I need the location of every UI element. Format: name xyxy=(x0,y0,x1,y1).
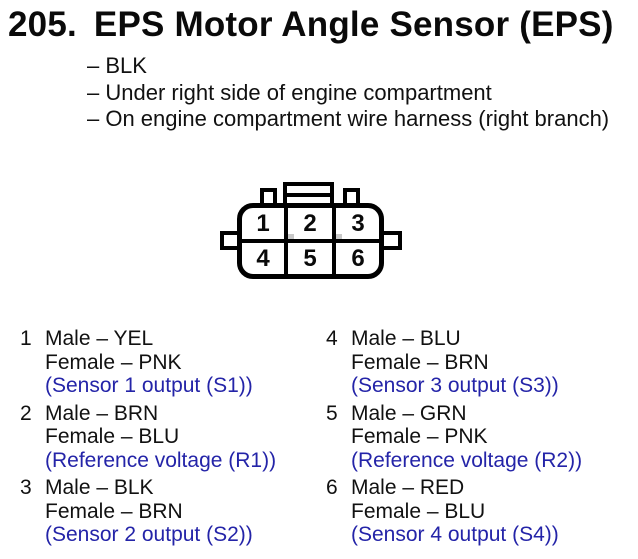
connector-cavity-6: 6 xyxy=(351,245,365,272)
connector-cavity-4: 4 xyxy=(256,245,270,272)
pin-female-wire: Female – BLU xyxy=(45,425,180,448)
section-number: 205. xyxy=(8,5,77,44)
pin-detail-1: 1 Male – YEL Female – PNK (Sensor 1 outp… xyxy=(20,327,276,398)
pin-signal: (Sensor 1 output (S1)) xyxy=(45,374,253,397)
pin-signal: (Sensor 2 output (S2)) xyxy=(45,523,253,546)
divider-notch-2 xyxy=(336,234,342,239)
pin-number: 5 xyxy=(326,401,338,425)
pin-number: 6 xyxy=(326,476,338,499)
pin-male-wire: Male – YEL xyxy=(45,327,154,350)
pin-male-wire: Male – RED xyxy=(351,476,465,499)
pin-detail-4: 4 Male – BLU Female – BRN (Sensor 3 outp… xyxy=(326,327,582,398)
pin-detail-2: 2 Male – BRN Female – BLU (Reference vol… xyxy=(20,402,276,473)
pin-male-wire: Male – BLU xyxy=(351,327,461,350)
pin-number: 2 xyxy=(20,401,32,425)
pin-female-wire: Female – PNK xyxy=(351,425,488,448)
connector-diagram: 1 2 3 4 5 6 xyxy=(220,181,402,281)
connector-cavity-2: 2 xyxy=(303,210,317,237)
pin-number: 4 xyxy=(326,327,338,350)
pin-signal: (Reference voltage (R1)) xyxy=(45,448,277,472)
connector-cavity-5: 5 xyxy=(303,245,317,272)
pin-signal: (Sensor 3 output (S3)) xyxy=(351,374,559,397)
pin-male-wire: Male – BLK xyxy=(45,476,154,499)
pin-female-wire: Female – BRN xyxy=(45,499,183,523)
note-connector-color: – BLK xyxy=(87,53,147,78)
note-location: – Under right side of engine compartment xyxy=(87,79,492,105)
pin-detail-6: 6 Male – RED Female – BLU (Sensor 4 outp… xyxy=(326,476,582,547)
pin-female-wire: Female – PNK xyxy=(45,350,182,374)
location-notes: – BLK – Under right side of engine compa… xyxy=(87,53,609,133)
pin-number: 3 xyxy=(20,476,32,499)
pin-female-wire: Female – BRN xyxy=(351,350,489,374)
lock-tab-line xyxy=(287,193,330,197)
pin-detail-3: 3 Male – BLK Female – BRN (Sensor 2 outp… xyxy=(20,476,276,547)
connector-cavity-3: 3 xyxy=(351,210,365,237)
pin-male-wire: Male – BRN xyxy=(45,401,159,425)
connector-cavity-1: 1 xyxy=(256,210,270,237)
section-title: EPS Motor Angle Sensor (EPS) xyxy=(93,5,614,44)
divider-notch-1 xyxy=(288,234,294,239)
pin-list-right-column: 4 Male – BLU Female – BRN (Sensor 3 outp… xyxy=(326,327,582,551)
pin-list-left-column: 1 Male – YEL Female – PNK (Sensor 1 outp… xyxy=(20,327,276,551)
pin-male-wire: Male – GRN xyxy=(351,401,467,425)
note-harness: – On engine compartment wire harness (ri… xyxy=(87,106,610,131)
pin-signal: (Reference voltage (R2)) xyxy=(351,448,583,472)
pin-female-wire: Female – BLU xyxy=(351,499,486,523)
page-title: 205. EPS Motor Angle Sensor (EPS) xyxy=(8,5,614,45)
pin-number: 1 xyxy=(20,327,32,350)
cavity-divider-horizontal xyxy=(239,239,382,243)
pin-signal: (Sensor 4 output (S4)) xyxy=(351,523,559,546)
pin-detail-5: 5 Male – GRN Female – PNK (Reference vol… xyxy=(326,402,582,473)
